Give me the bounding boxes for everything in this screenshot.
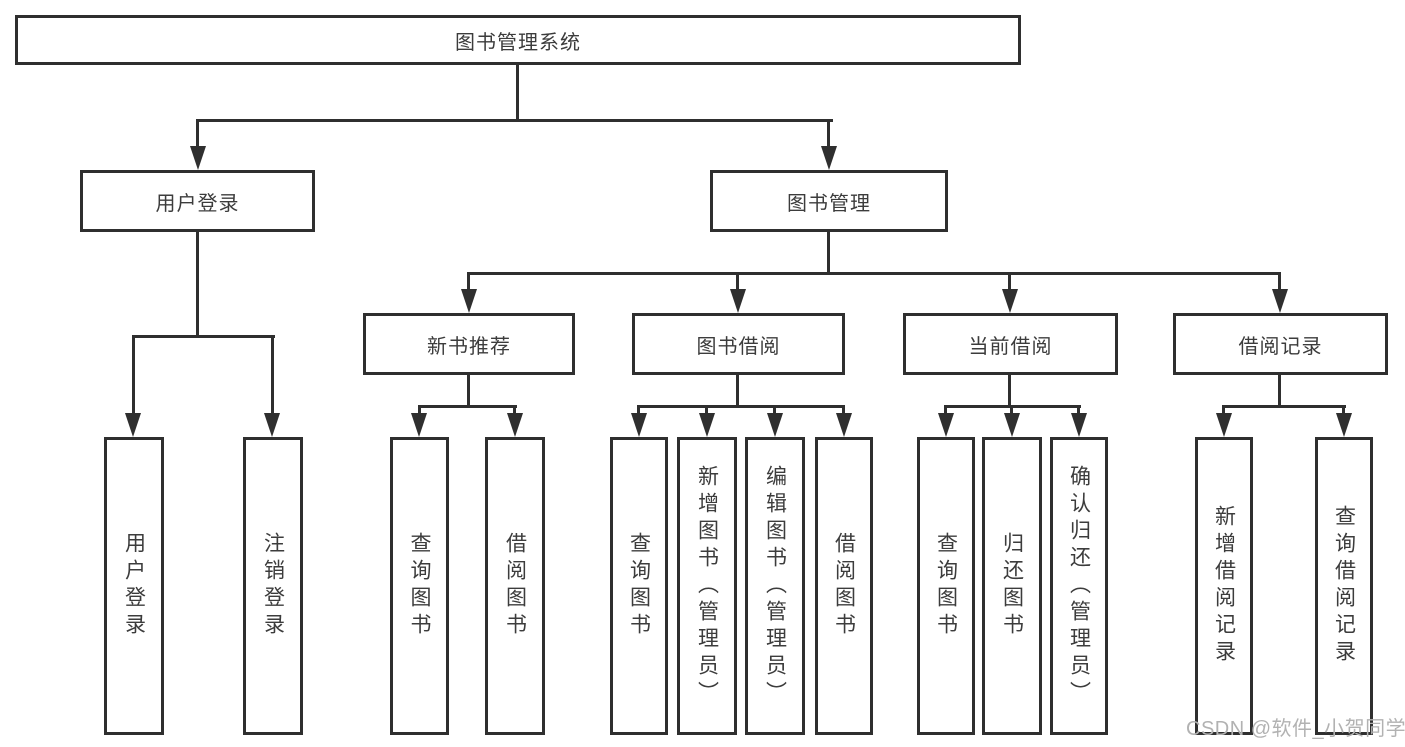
leaf-query-books: 查询图书 bbox=[610, 437, 668, 735]
leaf-user-login: 用户登录 bbox=[104, 437, 164, 735]
node-label: 新书推荐 bbox=[427, 335, 511, 358]
leaf-confirm-return-admin: 确认归还（管理员） bbox=[1050, 437, 1108, 735]
arrow-down-icon bbox=[1002, 289, 1018, 313]
connector-line bbox=[196, 119, 833, 122]
connector-line bbox=[1077, 405, 1080, 417]
leaf-label: 编辑图书（管理员） bbox=[763, 464, 787, 708]
node-library-system: 图书管理系统 bbox=[15, 15, 1021, 65]
connector-line bbox=[513, 405, 516, 417]
node-label: 当前借阅 bbox=[968, 335, 1053, 358]
arrow-down-icon bbox=[507, 413, 523, 437]
leaf-edit-books-admin: 编辑图书（管理员） bbox=[745, 437, 805, 735]
node-label: 图书借阅 bbox=[696, 335, 781, 358]
leaf-label: 新增借阅记录 bbox=[1212, 505, 1236, 667]
leaf-borrow-books: 借阅图书 bbox=[815, 437, 873, 735]
connector-line bbox=[944, 405, 947, 417]
leaf-label: 确认归还（管理员） bbox=[1067, 464, 1091, 708]
arrow-down-icon bbox=[821, 146, 837, 170]
arrow-down-icon bbox=[1272, 289, 1288, 313]
arrow-down-icon bbox=[631, 413, 647, 437]
arrow-down-icon bbox=[730, 289, 746, 313]
leaf-label: 借阅图书 bbox=[503, 532, 527, 640]
connector-line bbox=[1008, 272, 1011, 292]
connector-line bbox=[842, 405, 845, 417]
arrow-down-icon bbox=[461, 289, 477, 313]
node-label: 借阅记录 bbox=[1238, 335, 1323, 358]
leaf-logout: 注销登录 bbox=[243, 437, 303, 735]
arrow-down-icon bbox=[1004, 413, 1020, 437]
connector-line bbox=[418, 405, 421, 417]
node-book-management: 图书管理 bbox=[710, 170, 948, 232]
arrow-down-icon bbox=[836, 413, 852, 437]
node-borrowing-records: 借阅记录 bbox=[1173, 313, 1388, 375]
connector-line bbox=[637, 405, 640, 417]
node-user-login: 用户登录 bbox=[80, 170, 315, 232]
leaf-label: 归还图书 bbox=[1000, 532, 1024, 640]
connector-line bbox=[467, 272, 470, 292]
connector-line bbox=[196, 119, 199, 151]
leaf-add-books-admin: 新增图书（管理员） bbox=[677, 437, 737, 735]
leaf-add-borrow-record: 新增借阅记录 bbox=[1195, 437, 1253, 735]
connector-line bbox=[1342, 405, 1345, 417]
connector-line bbox=[736, 272, 739, 292]
connector-line bbox=[467, 375, 470, 407]
watermark: CSDN @软件_小贺同学 bbox=[1186, 718, 1405, 740]
node-label: 图书管理系统 bbox=[455, 31, 581, 54]
connector-line bbox=[1278, 272, 1281, 292]
leaf-label: 查询图书 bbox=[627, 532, 651, 640]
node-new-book-recommendation: 新书推荐 bbox=[363, 313, 575, 375]
node-current-borrowing: 当前借阅 bbox=[903, 313, 1118, 375]
leaf-label: 查询图书 bbox=[934, 532, 958, 640]
connector-line bbox=[418, 405, 517, 408]
arrow-down-icon bbox=[190, 146, 206, 170]
node-label: 图书管理 bbox=[787, 192, 871, 215]
connector-line bbox=[736, 375, 739, 407]
node-book-borrowing: 图书借阅 bbox=[632, 313, 845, 375]
leaf-label: 查询借阅记录 bbox=[1332, 505, 1356, 667]
connector-line bbox=[1222, 405, 1346, 408]
leaf-query-borrow-record: 查询借阅记录 bbox=[1315, 437, 1373, 735]
connector-line bbox=[637, 405, 845, 408]
leaf-borrow-books: 借阅图书 bbox=[485, 437, 545, 735]
connector-line bbox=[196, 232, 199, 337]
arrow-down-icon bbox=[411, 413, 427, 437]
connector-line bbox=[132, 335, 135, 415]
leaf-label: 用户登录 bbox=[122, 532, 146, 640]
arrow-down-icon bbox=[1216, 413, 1232, 437]
arrow-down-icon bbox=[938, 413, 954, 437]
connector-line bbox=[1010, 405, 1013, 417]
arrow-down-icon bbox=[1336, 413, 1352, 437]
connector-line bbox=[1222, 405, 1225, 417]
leaf-query-books: 查询图书 bbox=[390, 437, 449, 735]
connector-line bbox=[827, 119, 830, 151]
arrow-down-icon bbox=[1071, 413, 1087, 437]
connector-line bbox=[516, 64, 519, 122]
arrow-down-icon bbox=[699, 413, 715, 437]
leaf-label: 借阅图书 bbox=[832, 532, 856, 640]
leaf-label: 新增图书（管理员） bbox=[695, 464, 719, 708]
connector-line bbox=[1008, 375, 1011, 407]
connector-line bbox=[132, 335, 275, 338]
connector-line bbox=[271, 335, 274, 415]
arrow-down-icon bbox=[125, 413, 141, 437]
connector-line bbox=[773, 405, 776, 417]
leaf-query-books: 查询图书 bbox=[917, 437, 975, 735]
leaf-label: 查询图书 bbox=[408, 532, 431, 640]
connector-line bbox=[467, 272, 1281, 275]
leaf-return-books: 归还图书 bbox=[982, 437, 1042, 735]
connector-line bbox=[705, 405, 708, 417]
connector-line bbox=[827, 232, 830, 274]
connector-line bbox=[1278, 375, 1281, 407]
node-label: 用户登录 bbox=[155, 192, 240, 215]
arrow-down-icon bbox=[767, 413, 783, 437]
leaf-label: 注销登录 bbox=[261, 532, 285, 640]
arrow-down-icon bbox=[264, 413, 280, 437]
